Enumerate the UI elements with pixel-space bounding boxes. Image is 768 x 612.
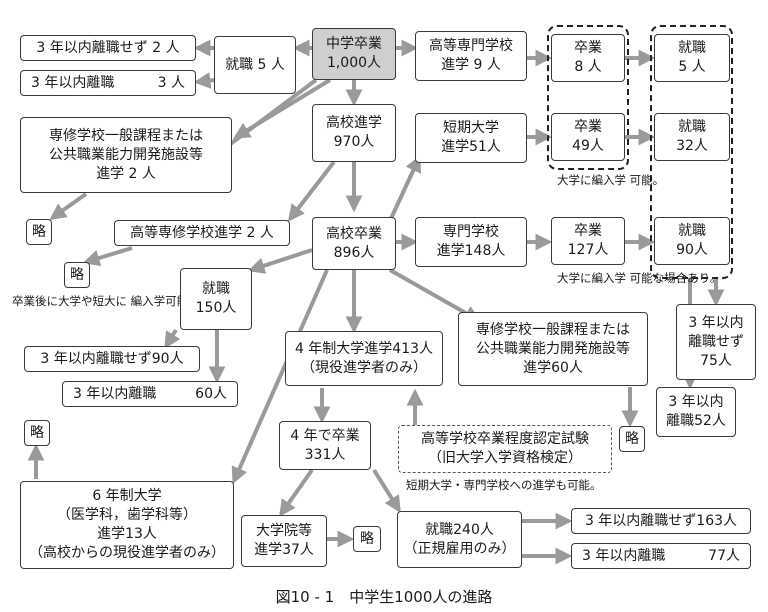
tech-college-node: 高等専門学校 進学 9 人: [415, 31, 527, 81]
job-group: [650, 25, 733, 279]
high-school-job-node: 就職 150人: [180, 268, 252, 330]
junior-college-graduate-node: 卒業 49人: [551, 113, 625, 161]
graduate-school-node: 大学院等 進学37人: [241, 515, 327, 567]
junior-high-graduation-node: 中学卒業 1,000人: [312, 28, 396, 80]
senmon-leave-none-node: 3 年以内 離職せず 75人: [676, 304, 756, 380]
node-count: 1,000人: [326, 55, 382, 71]
junior-college-node: 短期大学 進学51人: [415, 113, 527, 163]
junior-college-job-node: 就職 32人: [654, 113, 730, 161]
senmon-job-node: 就職 90人: [654, 217, 730, 265]
university-4yr-graduate-node: 4 年で卒業 331人: [279, 421, 371, 470]
omit-node-3: 略: [24, 420, 50, 446]
university-4yr-node: 4 年制大学進学413人 （現役進学者のみ）: [285, 331, 443, 386]
exam-note: 短期大学・専門学校への進学も可能。: [406, 478, 602, 492]
university-leave-node: 3 年以内離職 77人: [571, 543, 751, 569]
tech-college-graduate-node: 卒業 8 人: [551, 34, 625, 82]
omit-node-4: 略: [619, 426, 645, 452]
omit-node-1: 略: [26, 219, 52, 245]
job-5-node: 就職 5 人: [214, 36, 296, 94]
figure-caption: 図10 - 1 中学生1000人の進路: [275, 588, 493, 606]
senmon-leave-node: 3 年以内 離職52人: [656, 387, 736, 437]
hs-leave-none-node: 3 年以内離職せず90人: [24, 346, 200, 372]
vocational-general-hs-node: 専修学校一般課程または 公共職業能力開発施設等 進学60人: [458, 312, 648, 386]
omit-node-5: 略: [353, 526, 381, 552]
university-6yr-node: 6 年制大学 （医学科，歯学科等） 進学13人 （高校からの現役進学者のみ）: [20, 481, 234, 569]
leave-node: 3 年以内離職 3 人: [20, 70, 196, 96]
leave-none-node: 3 年以内離職せず 2 人: [20, 35, 196, 61]
tech-college-job-node: 就職 5 人: [654, 34, 730, 82]
senmon-graduate-node: 卒業 127人: [551, 217, 625, 265]
high-school-graduation-node: 高校卒業 896人: [312, 217, 396, 270]
omit-node-2: 略: [64, 262, 90, 288]
senshu-high-node: 高等専修学校進学 2 人: [114, 220, 290, 246]
transfer-note-2: 大学に編入学 可能な場合あり。: [557, 271, 722, 285]
senmon-school-node: 専門学校 進学148人: [415, 217, 527, 267]
transfer-group-1: [547, 25, 629, 170]
university-leave-none-node: 3 年以内離職せず163人: [571, 508, 751, 534]
high-school-enrollment-node: 高校進学 970人: [312, 104, 396, 162]
vocational-general-node: 専修学校一般課程または 公共職業能力開発施設等 進学 2 人: [20, 117, 232, 193]
hs-leave-node: 3 年以内離職 60人: [62, 381, 238, 407]
university-job-node: 就職240人 （正規雇用のみ）: [397, 511, 522, 568]
equivalency-exam-node: 高等学校卒業程度認定試験 （旧大学入学資格検定）: [398, 425, 612, 473]
transfer-note-1: 大学に編入学 可能。: [557, 173, 665, 187]
node-text: 中学卒業: [326, 36, 382, 52]
